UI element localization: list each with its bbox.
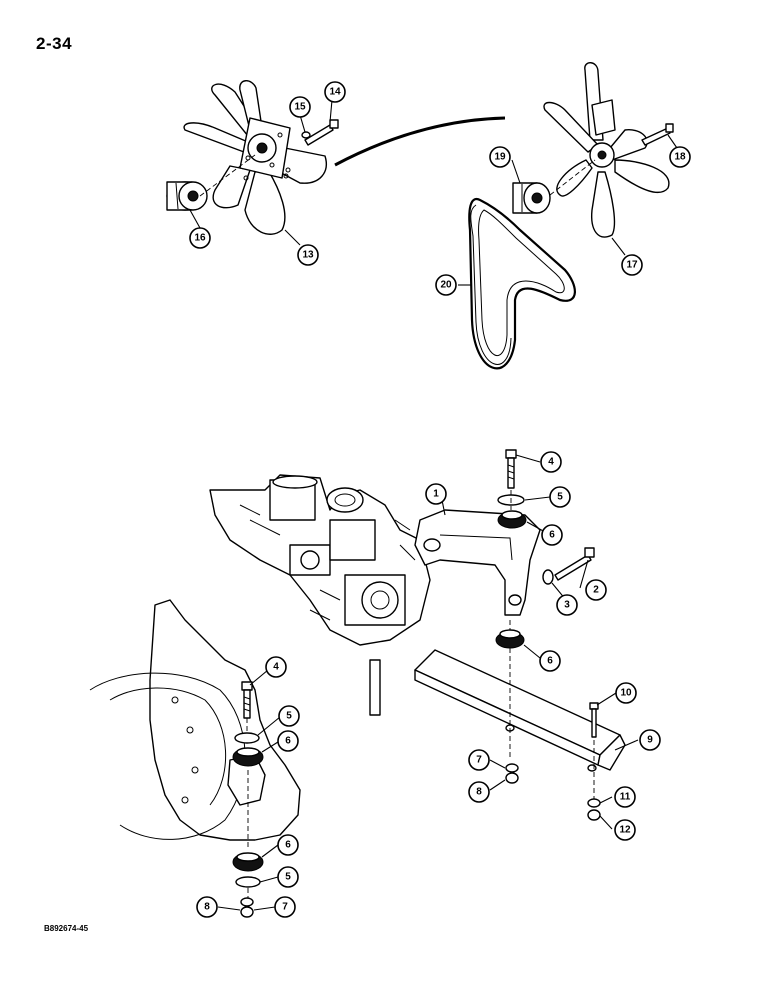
engine-mount-bracket-icon xyxy=(414,509,541,616)
callout-9: 9 xyxy=(639,729,661,751)
leader-lines xyxy=(189,99,678,911)
callout-7-bottom: 7 xyxy=(274,896,296,918)
washer-icon xyxy=(234,732,260,744)
svg-text:20: 20 xyxy=(440,280,452,291)
svg-text:3: 3 xyxy=(564,600,570,611)
fan-spacer-left-icon xyxy=(166,181,208,211)
svg-text:6: 6 xyxy=(285,736,291,747)
callout-5-upper: 5 xyxy=(549,486,571,508)
svg-text:6: 6 xyxy=(285,840,291,851)
svg-text:8: 8 xyxy=(204,902,210,913)
callout-5-left: 5 xyxy=(278,705,300,727)
callout-3: 3 xyxy=(556,594,578,616)
callout-11: 11 xyxy=(614,786,636,808)
callout-1: 1 xyxy=(425,483,447,505)
svg-text:1: 1 xyxy=(433,489,439,500)
callout-2: 2 xyxy=(585,579,607,601)
callout-16: 16 xyxy=(189,227,211,249)
svg-text:7: 7 xyxy=(476,755,482,766)
svg-text:4: 4 xyxy=(273,662,279,673)
svg-text:4: 4 xyxy=(548,457,554,468)
washer-icon xyxy=(587,798,601,808)
callout-8-right: 8 xyxy=(468,781,490,803)
svg-text:13: 13 xyxy=(302,250,314,261)
callout-4-left: 4 xyxy=(265,656,287,678)
reference-code: B892674-45 xyxy=(44,924,89,933)
svg-text:8: 8 xyxy=(476,787,482,798)
callout-12: 12 xyxy=(614,819,636,841)
svg-text:18: 18 xyxy=(674,152,686,163)
fan-spacer-right-icon xyxy=(512,182,551,214)
svg-text:15: 15 xyxy=(294,102,306,113)
nut-icon xyxy=(240,906,254,918)
nut-icon xyxy=(505,772,519,784)
callout-10: 10 xyxy=(615,682,637,704)
rubber-isolator-icon xyxy=(232,747,264,767)
callout-17: 17 xyxy=(621,254,643,276)
callout-6-middle: 6 xyxy=(539,650,561,672)
callout-6-left: 6 xyxy=(277,730,299,752)
page-number: 2-34 xyxy=(36,34,73,53)
svg-text:5: 5 xyxy=(557,492,563,503)
channel-bolt-icon xyxy=(589,702,599,738)
svg-text:14: 14 xyxy=(329,87,341,98)
svg-text:5: 5 xyxy=(286,711,292,722)
rubber-isolator-icon xyxy=(495,629,525,649)
mount-bolt-icon xyxy=(241,681,253,719)
washer-icon xyxy=(235,876,261,888)
callout-18: 18 xyxy=(669,146,691,168)
svg-text:7: 7 xyxy=(282,902,288,913)
callout-13: 13 xyxy=(297,244,319,266)
svg-text:6: 6 xyxy=(547,656,553,667)
callout-6-upper: 6 xyxy=(541,524,563,546)
callout-4-upper: 4 xyxy=(540,451,562,473)
callout-7-right: 7 xyxy=(468,749,490,771)
callout-15: 15 xyxy=(289,96,311,118)
left-fan-icon xyxy=(183,80,327,235)
fan-bolt-left-icon xyxy=(301,119,339,146)
lock-washer-icon xyxy=(505,763,519,773)
right-fan-icon xyxy=(543,62,670,238)
side-washer-icon xyxy=(542,569,554,585)
rubber-isolator-icon xyxy=(497,510,527,529)
callout-20: 20 xyxy=(435,274,457,296)
svg-text:17: 17 xyxy=(626,260,638,271)
svg-text:9: 9 xyxy=(647,735,653,746)
rubber-isolator-icon xyxy=(232,852,264,872)
support-channel-icon xyxy=(414,649,626,772)
callout-19: 19 xyxy=(489,146,511,168)
svg-text:6: 6 xyxy=(549,530,555,541)
callout-14: 14 xyxy=(324,81,346,103)
side-bolt-icon xyxy=(554,547,595,581)
svg-text:11: 11 xyxy=(620,792,631,803)
svg-text:2: 2 xyxy=(593,585,599,596)
bell-housing-icon xyxy=(89,599,301,841)
mount-bolt-icon xyxy=(505,449,517,489)
svg-text:12: 12 xyxy=(619,825,631,836)
svg-text:19: 19 xyxy=(494,152,506,163)
engine-block-icon xyxy=(209,474,431,716)
reference-arc-line xyxy=(334,116,506,167)
lock-washer-icon xyxy=(240,897,254,907)
svg-text:5: 5 xyxy=(285,872,291,883)
callout-8-bottom: 8 xyxy=(196,896,218,918)
svg-text:10: 10 xyxy=(620,688,632,699)
callout-5-bottom: 5 xyxy=(277,866,299,888)
fan-bolt-right-icon xyxy=(641,123,674,146)
svg-text:16: 16 xyxy=(194,233,206,244)
nut-icon xyxy=(587,809,601,821)
drive-belt-icon xyxy=(468,197,576,370)
callout-6-bottom: 6 xyxy=(277,834,299,856)
